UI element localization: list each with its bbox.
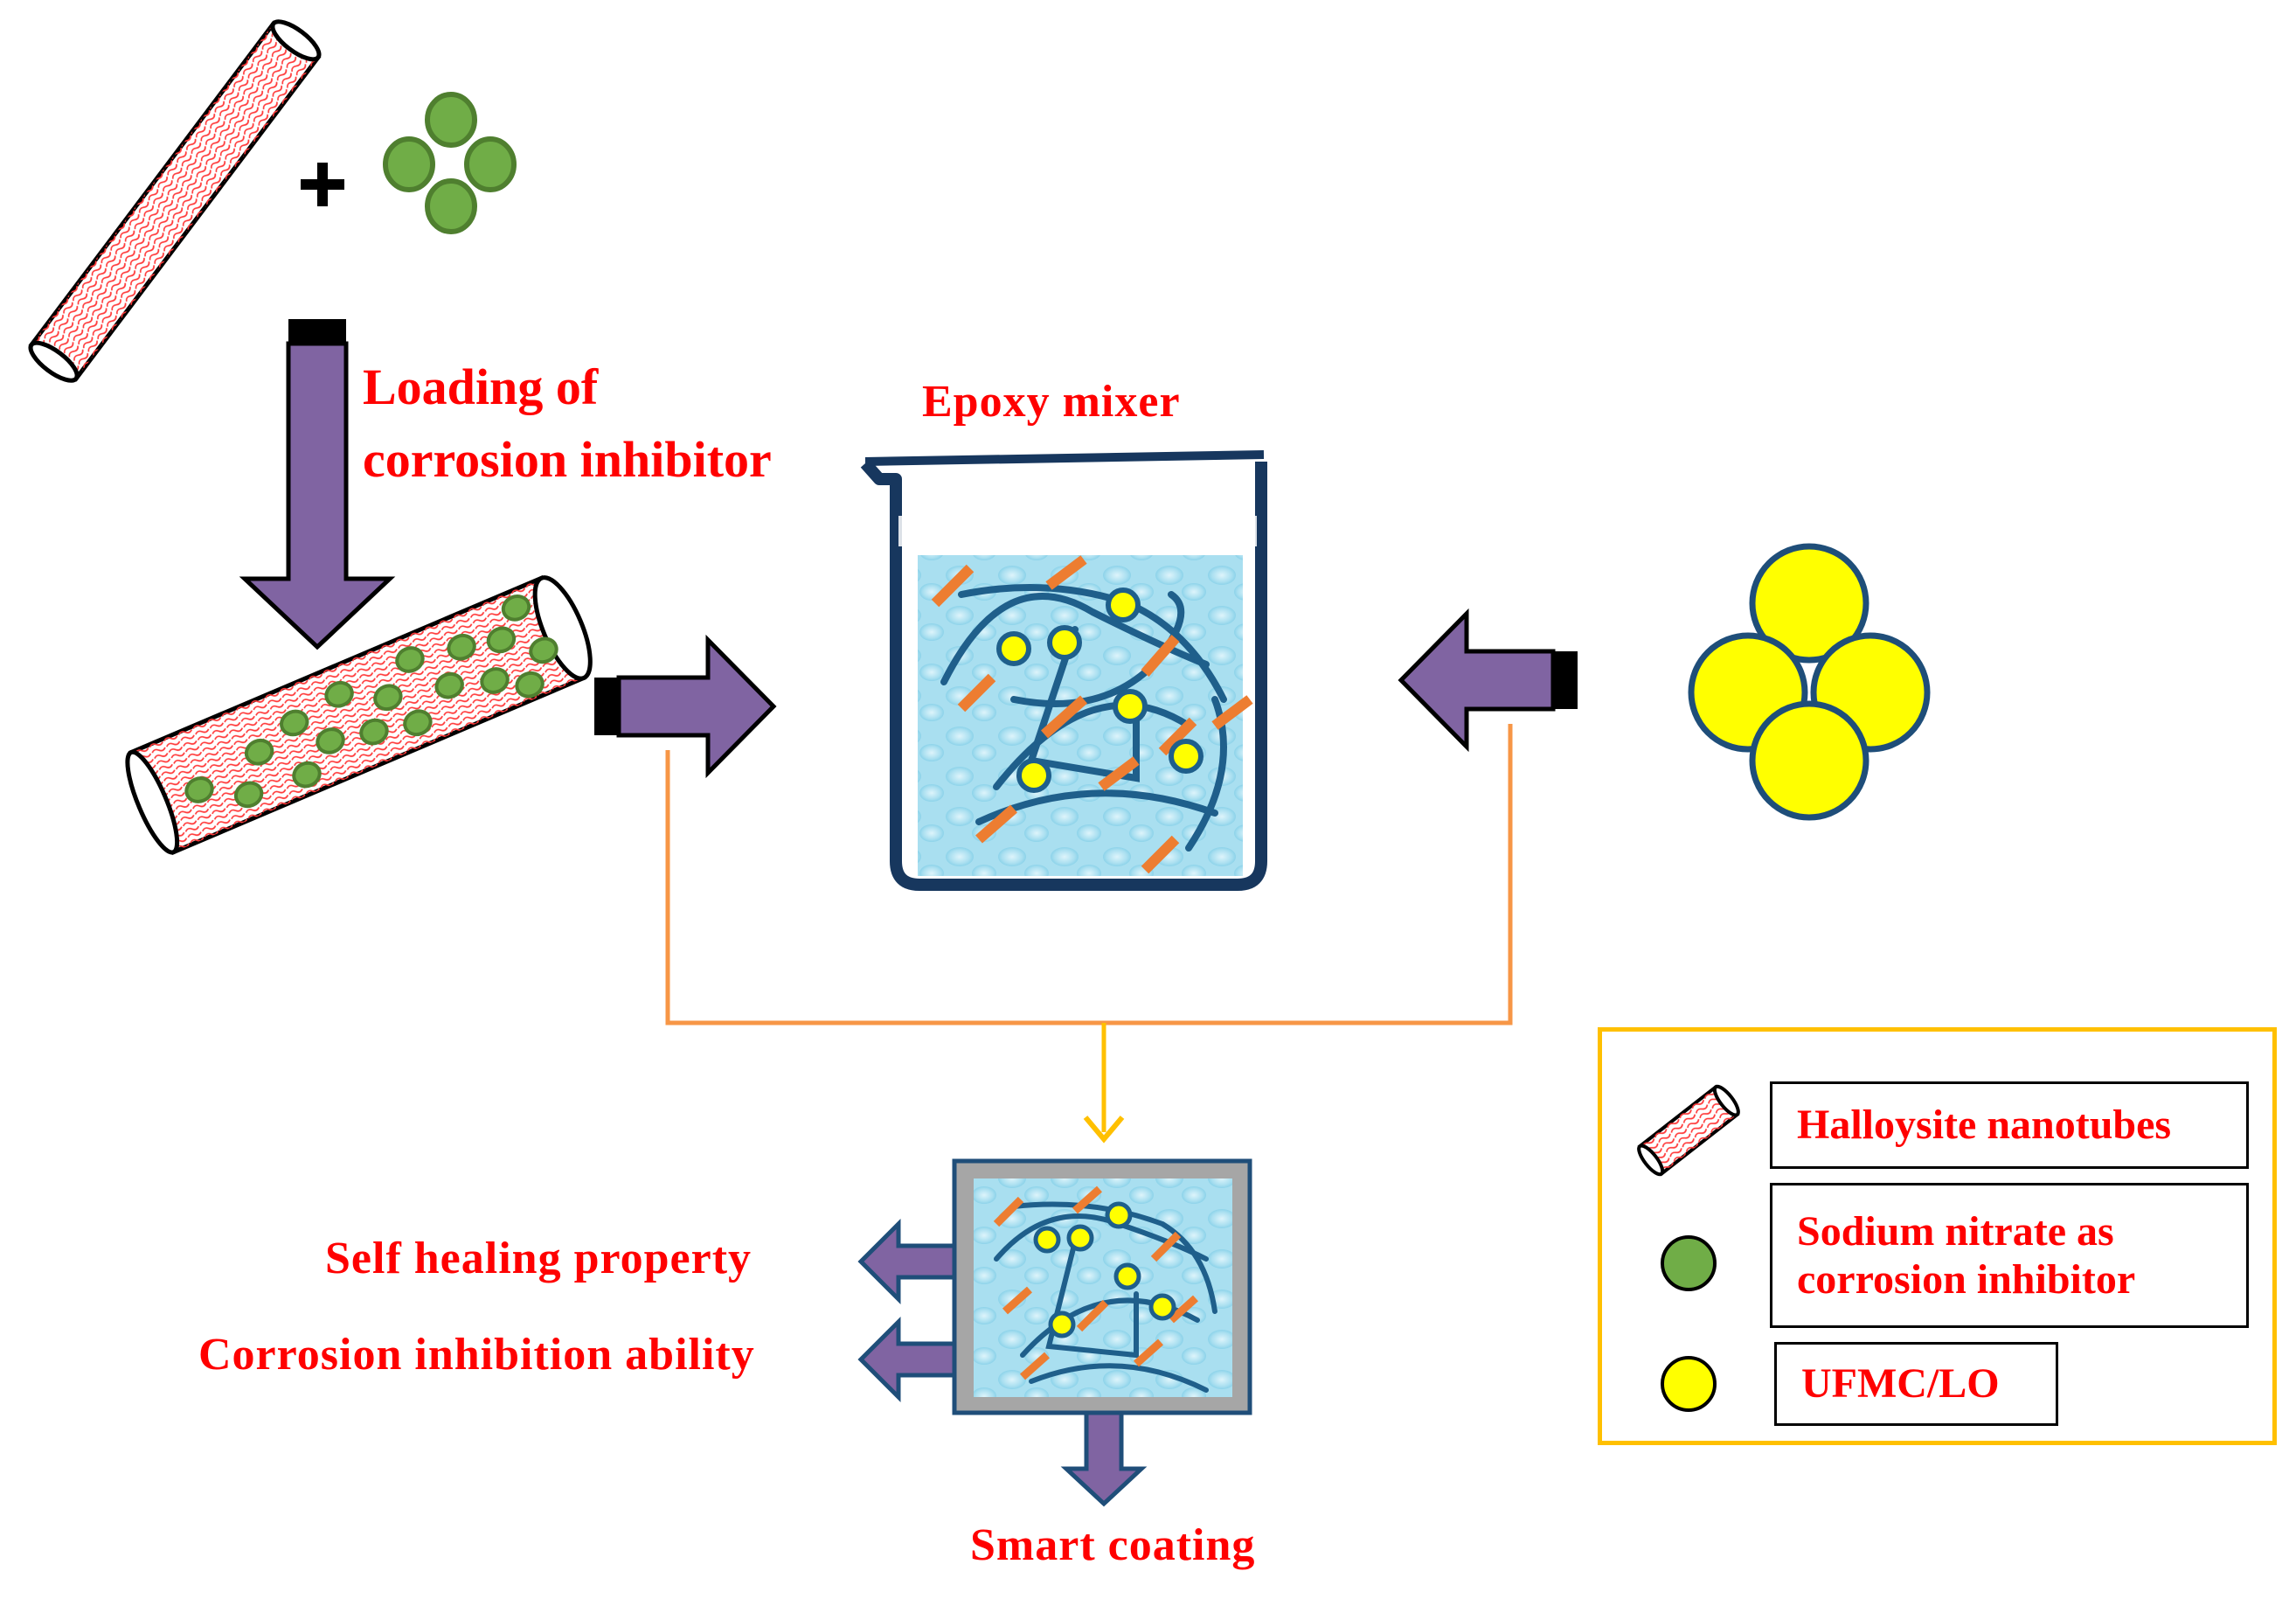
- corrosion-inhibition-label: Corrosion inhibition ability: [198, 1330, 755, 1380]
- smart-coating-label: Smart coating: [970, 1520, 1256, 1570]
- epoxy-mixer-beaker: [860, 450, 1267, 891]
- corrosion-inhibition-arrow: [857, 1316, 957, 1403]
- arrow-into-mixer-left: [594, 634, 777, 779]
- epoxy-mixer-label: Epoxy mixer: [922, 377, 1181, 427]
- empty-halloysite-nanotube: [28, 19, 322, 383]
- loaded-inhibitor-particles: [184, 594, 558, 809]
- legend-item-halloysite: Halloysite nanotubes: [1770, 1081, 2249, 1169]
- microcapsule-cluster: [1688, 543, 1931, 821]
- smart-coating-arrow: [1060, 1410, 1148, 1507]
- arrow-into-mixer-right: [1398, 608, 1578, 753]
- loading-label-line1: Loading of: [363, 358, 599, 415]
- legend-yellow-circle-icon: [1661, 1356, 1717, 1412]
- legend-sodium-label-line2: corrosion inhibitor: [1797, 1256, 2136, 1303]
- microcapsules-in-mixer: [996, 587, 1203, 793]
- legend-item-sodium-nitrate: Sodium nitrate as corrosion inhibitor: [1770, 1183, 2249, 1328]
- loading-down-arrow: [239, 319, 396, 650]
- legend-sodium-label-line1: Sodium nitrate as: [1797, 1207, 2114, 1255]
- loading-label-line2: corrosion inhibitor: [363, 431, 772, 488]
- legend-ufmc-label: UFMC/LO: [1801, 1360, 2000, 1408]
- self-healing-arrow: [857, 1218, 957, 1305]
- legend-halloysite-label: Halloysite nanotubes: [1797, 1102, 2172, 1149]
- legend-item-ufmc: UFMC/LO: [1774, 1342, 2058, 1426]
- smart-coating-panel: [952, 1158, 1252, 1415]
- self-healing-label: Self healing property: [325, 1234, 753, 1283]
- merge-connector: [665, 724, 1513, 1144]
- orange-filler-rods: [931, 555, 1253, 874]
- legend-nanotube-icon: [1637, 1084, 1740, 1177]
- loaded-halloysite-nanotube: [125, 575, 593, 855]
- plus-icon: [301, 163, 344, 206]
- legend-green-circle-icon: [1661, 1235, 1717, 1291]
- corrosion-inhibitor-particles: [383, 92, 517, 234]
- legend-box: [1598, 1027, 2277, 1445]
